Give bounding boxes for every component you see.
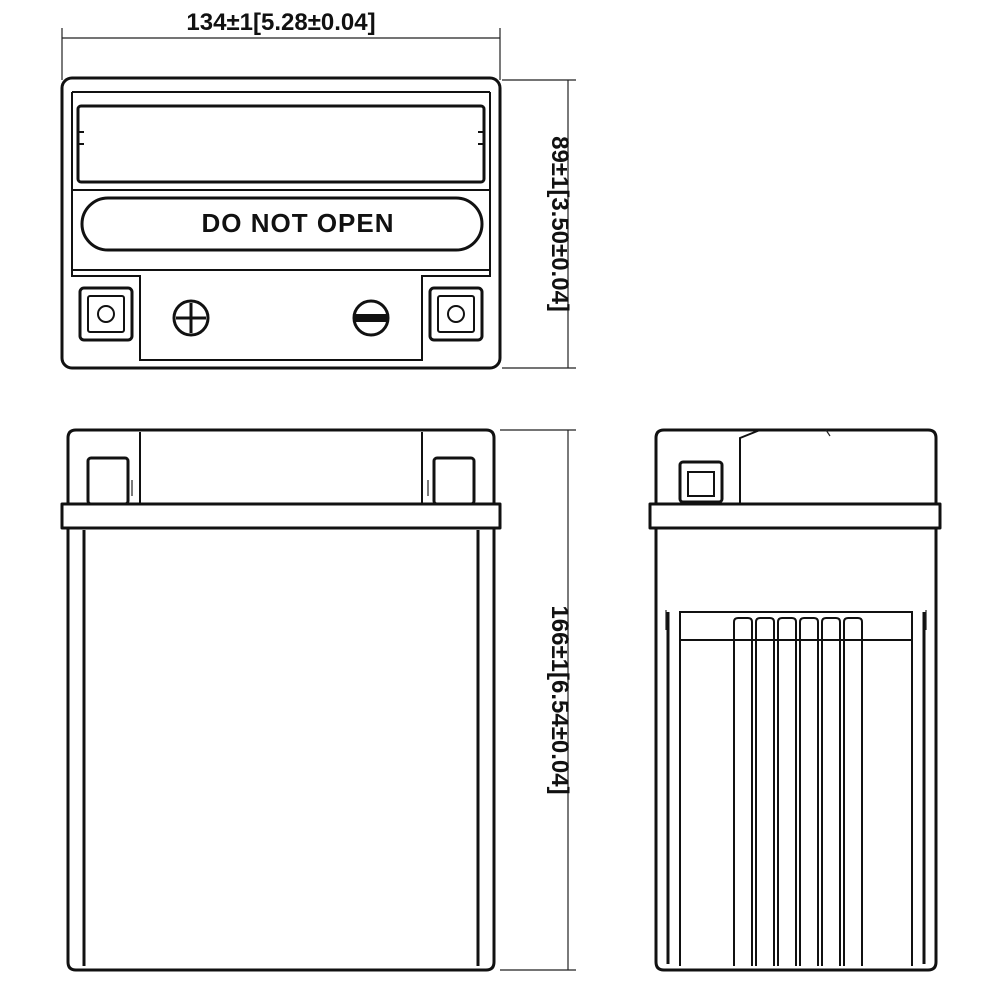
width-dimension-label: 134±1[5.28±0.04]: [186, 9, 375, 36]
front-left-post: [86, 456, 130, 506]
top-view: DO NOT OPEN: [60, 76, 502, 370]
side-view: [648, 428, 942, 972]
width-dimension: 134±1[5.28±0.04]: [61, 9, 501, 80]
side-ribs: [733, 617, 863, 966]
top-height-dimension: 89±1[3.50±0.04]: [502, 79, 576, 369]
front-view: [60, 428, 502, 972]
top-height-dimension-label: 89±1[3.50±0.04]: [546, 136, 573, 312]
left-terminal: [78, 286, 134, 342]
body-height-dimension-label: 166±1[6.54±0.04]: [546, 605, 573, 794]
body-height-dimension: 166±1[6.54±0.04]: [500, 429, 576, 971]
warning-label: DO NOT OPEN: [201, 208, 394, 238]
warning-label-frame: [80, 196, 484, 252]
front-right-post: [432, 456, 476, 506]
positive-terminal-icon: [172, 299, 210, 337]
lid-window: [76, 104, 486, 184]
right-terminal: [428, 286, 484, 342]
side-terminal: [678, 460, 724, 504]
negative-terminal-icon: [352, 299, 390, 337]
